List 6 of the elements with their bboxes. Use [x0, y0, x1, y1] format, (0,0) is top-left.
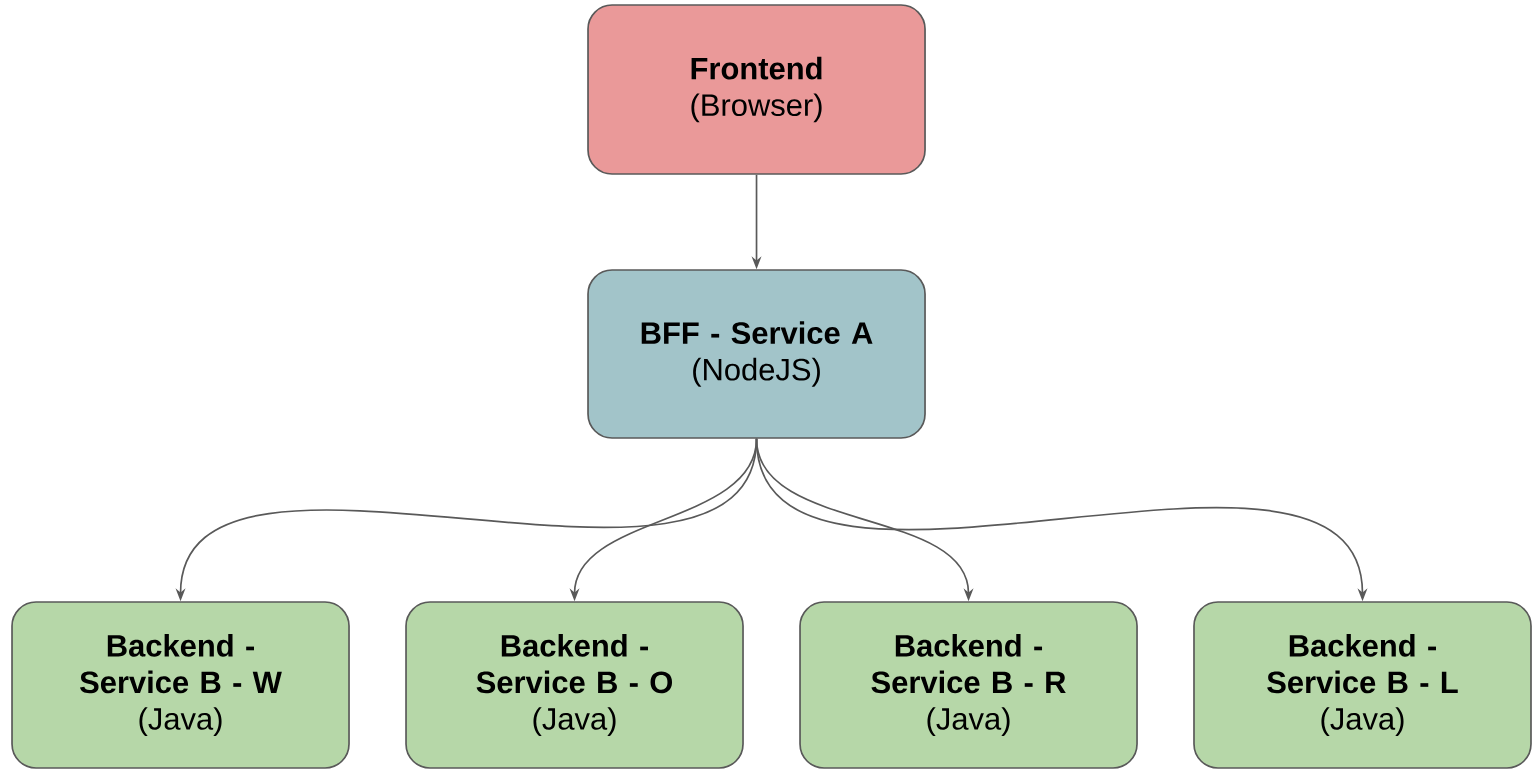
backend-box: Backend - Service B - L (Java) — [1193, 601, 1532, 769]
frontend-box: Frontend (Browser) — [587, 4, 926, 175]
service-box: BFF - Service A (NodeJS) — [587, 269, 926, 439]
backend-box: Backend - Service B - W (Java) — [11, 601, 350, 769]
backend-box: Backend - Service B - O (Java) — [405, 601, 744, 769]
backend-box: Backend - Service B - R (Java) — [799, 601, 1138, 769]
